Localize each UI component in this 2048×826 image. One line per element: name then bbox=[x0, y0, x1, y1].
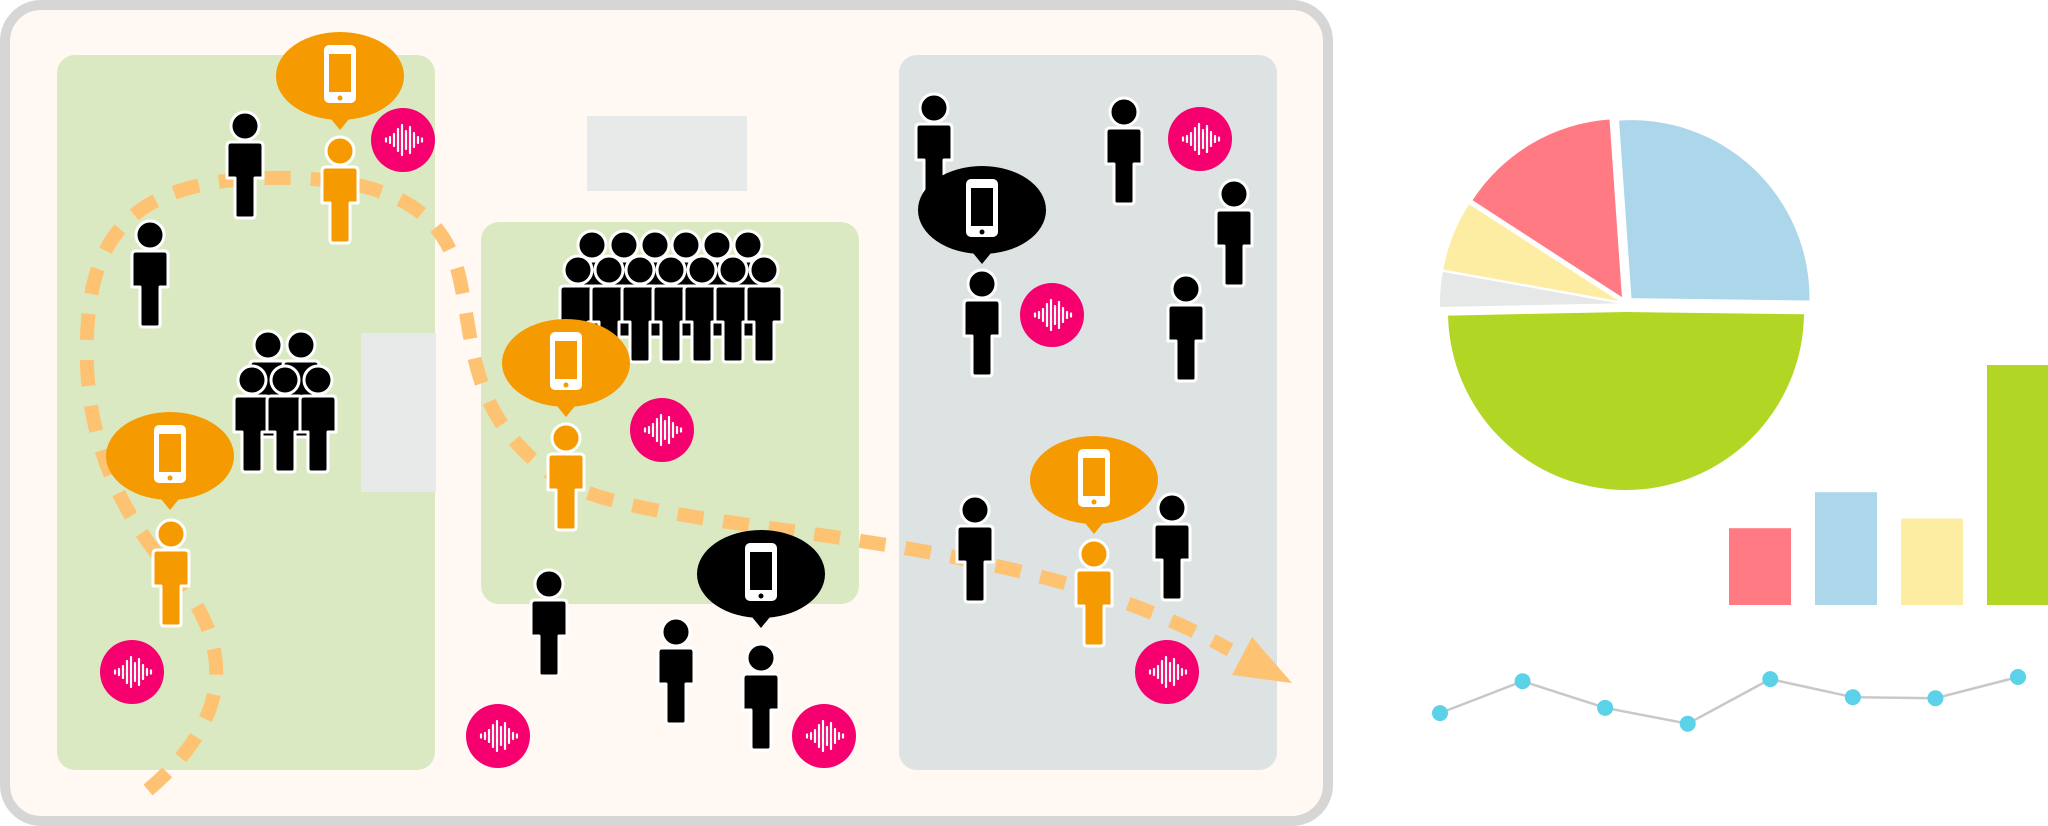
line-point bbox=[1927, 690, 1944, 707]
pie-slice bbox=[1440, 271, 1619, 307]
pie-slice bbox=[1448, 311, 1805, 490]
line-point bbox=[1597, 699, 1614, 716]
pie-slice bbox=[1472, 119, 1622, 298]
pie-chart bbox=[1440, 119, 1810, 490]
line-point bbox=[1679, 715, 1696, 732]
audio-waveform-icon bbox=[369, 106, 437, 174]
line-series bbox=[1439, 675, 2019, 726]
audio-waveform-icon bbox=[790, 702, 858, 770]
bar bbox=[1815, 492, 1877, 605]
bar bbox=[1987, 365, 2048, 605]
audio-waveform-icon bbox=[464, 702, 532, 770]
bar bbox=[1729, 528, 1791, 605]
line-point bbox=[1762, 671, 1779, 688]
audio-waveform-icon bbox=[1018, 281, 1086, 349]
bar-chart bbox=[1729, 365, 2048, 605]
pie-slice bbox=[1619, 120, 1810, 301]
line-chart bbox=[1432, 669, 2026, 732]
line-point bbox=[2010, 669, 2026, 685]
audio-waveform-icon bbox=[1166, 105, 1234, 173]
pie-slice bbox=[1443, 204, 1619, 302]
audio-waveform-icon bbox=[98, 638, 166, 706]
arrowhead-icon bbox=[1232, 637, 1292, 683]
line-point bbox=[1432, 705, 1448, 722]
audio-waveform-icon bbox=[628, 396, 696, 464]
line-point bbox=[1514, 673, 1531, 690]
bar bbox=[1901, 518, 1963, 605]
fixture-left bbox=[361, 333, 436, 492]
audio-waveform-icon bbox=[1133, 638, 1201, 706]
fixture-center bbox=[587, 116, 747, 191]
line-point bbox=[1844, 689, 1861, 706]
